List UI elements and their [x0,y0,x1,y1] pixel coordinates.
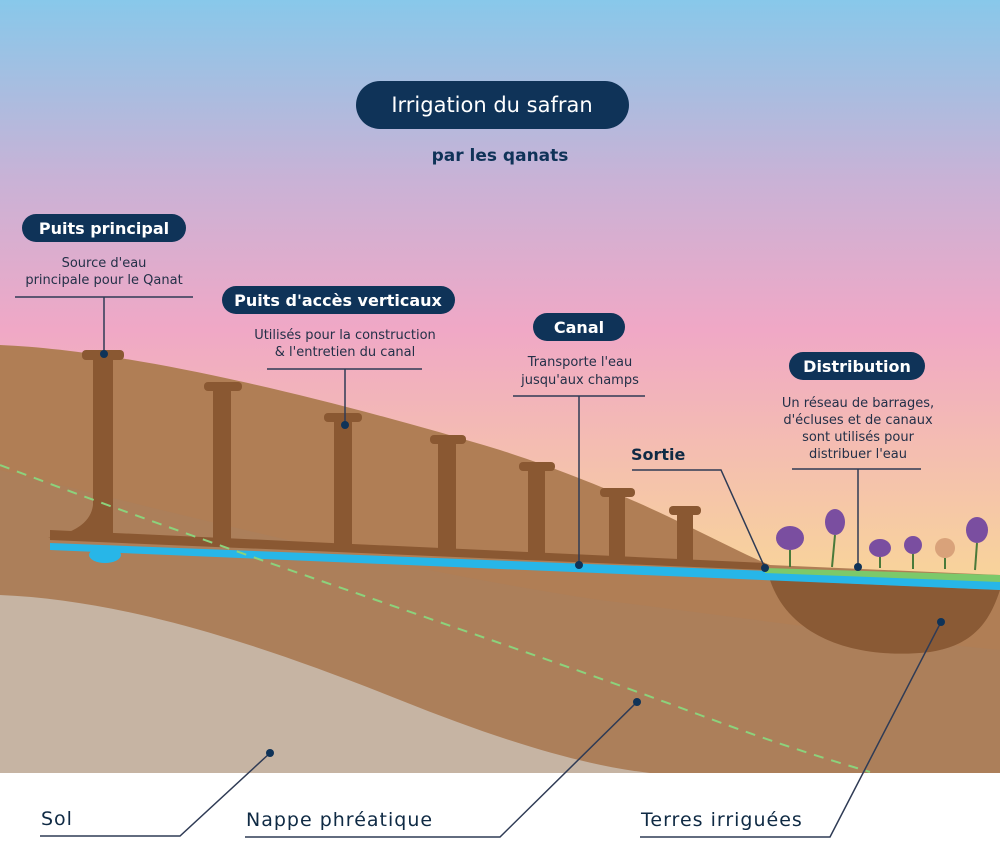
svg-text:Nappe phréatique: Nappe phréatique [246,809,433,831]
svg-text:Transporte l'eau: Transporte l'eau [527,355,633,370]
svg-text:Sol: Sol [41,808,73,830]
svg-text:Un réseau de barrages,: Un réseau de barrages, [782,396,934,411]
subtitle: par les qanats [432,146,569,166]
title: Irrigation du safran [391,93,592,117]
label-nappe: Nappe phréatique [245,698,641,838]
title-pill [356,81,629,129]
svg-text:Sortie: Sortie [631,445,686,464]
svg-text:Canal: Canal [554,318,604,337]
svg-text:distribuer l'eau: distribuer l'eau [809,447,907,462]
svg-text:Source d'eau: Source d'eau [62,256,147,271]
water-table-line [0,464,871,773]
canal-water [50,543,1000,590]
svg-text:Puits d'accès verticaux: Puits d'accès verticaux [234,291,442,310]
callout-canal: Canal Transporte l'eau jusqu'aux champs [513,313,645,569]
svg-text:principale pour le Qanat: principale pour le Qanat [25,273,182,288]
saffron-flowers [776,509,988,571]
label-terres: Terres irriguées [640,618,945,838]
grass [765,568,1000,582]
sol-layer [0,595,650,773]
svg-text:d'écluses et de canaux: d'écluses et de canaux [783,413,933,428]
label-sol: Sol [40,749,274,837]
svg-text:& l'entretien du canal: & l'entretien du canal [275,345,415,360]
main-well-pool [89,547,121,563]
irrigated-land [770,580,1000,654]
callout-label: Puits principal [39,219,169,238]
svg-text:jusqu'aux champs: jusqu'aux champs [520,373,639,388]
callout-puits-principal: Puits principal Source d'eau principale … [15,214,193,358]
svg-text:Distribution: Distribution [803,357,911,376]
callout-sortie: Sortie [631,445,769,572]
callout-distribution: Distribution Un réseau de barrages, d'éc… [782,352,934,571]
callout-puits-acces: Puits d'accès verticaux Utilisés pour la… [222,286,455,429]
svg-text:sont utilisés pour: sont utilisés pour [802,430,914,445]
svg-text:Utilisés pour la construction: Utilisés pour la construction [254,328,436,343]
bottom-band [0,773,1000,855]
svg-text:Terres irriguées: Terres irriguées [640,809,803,831]
